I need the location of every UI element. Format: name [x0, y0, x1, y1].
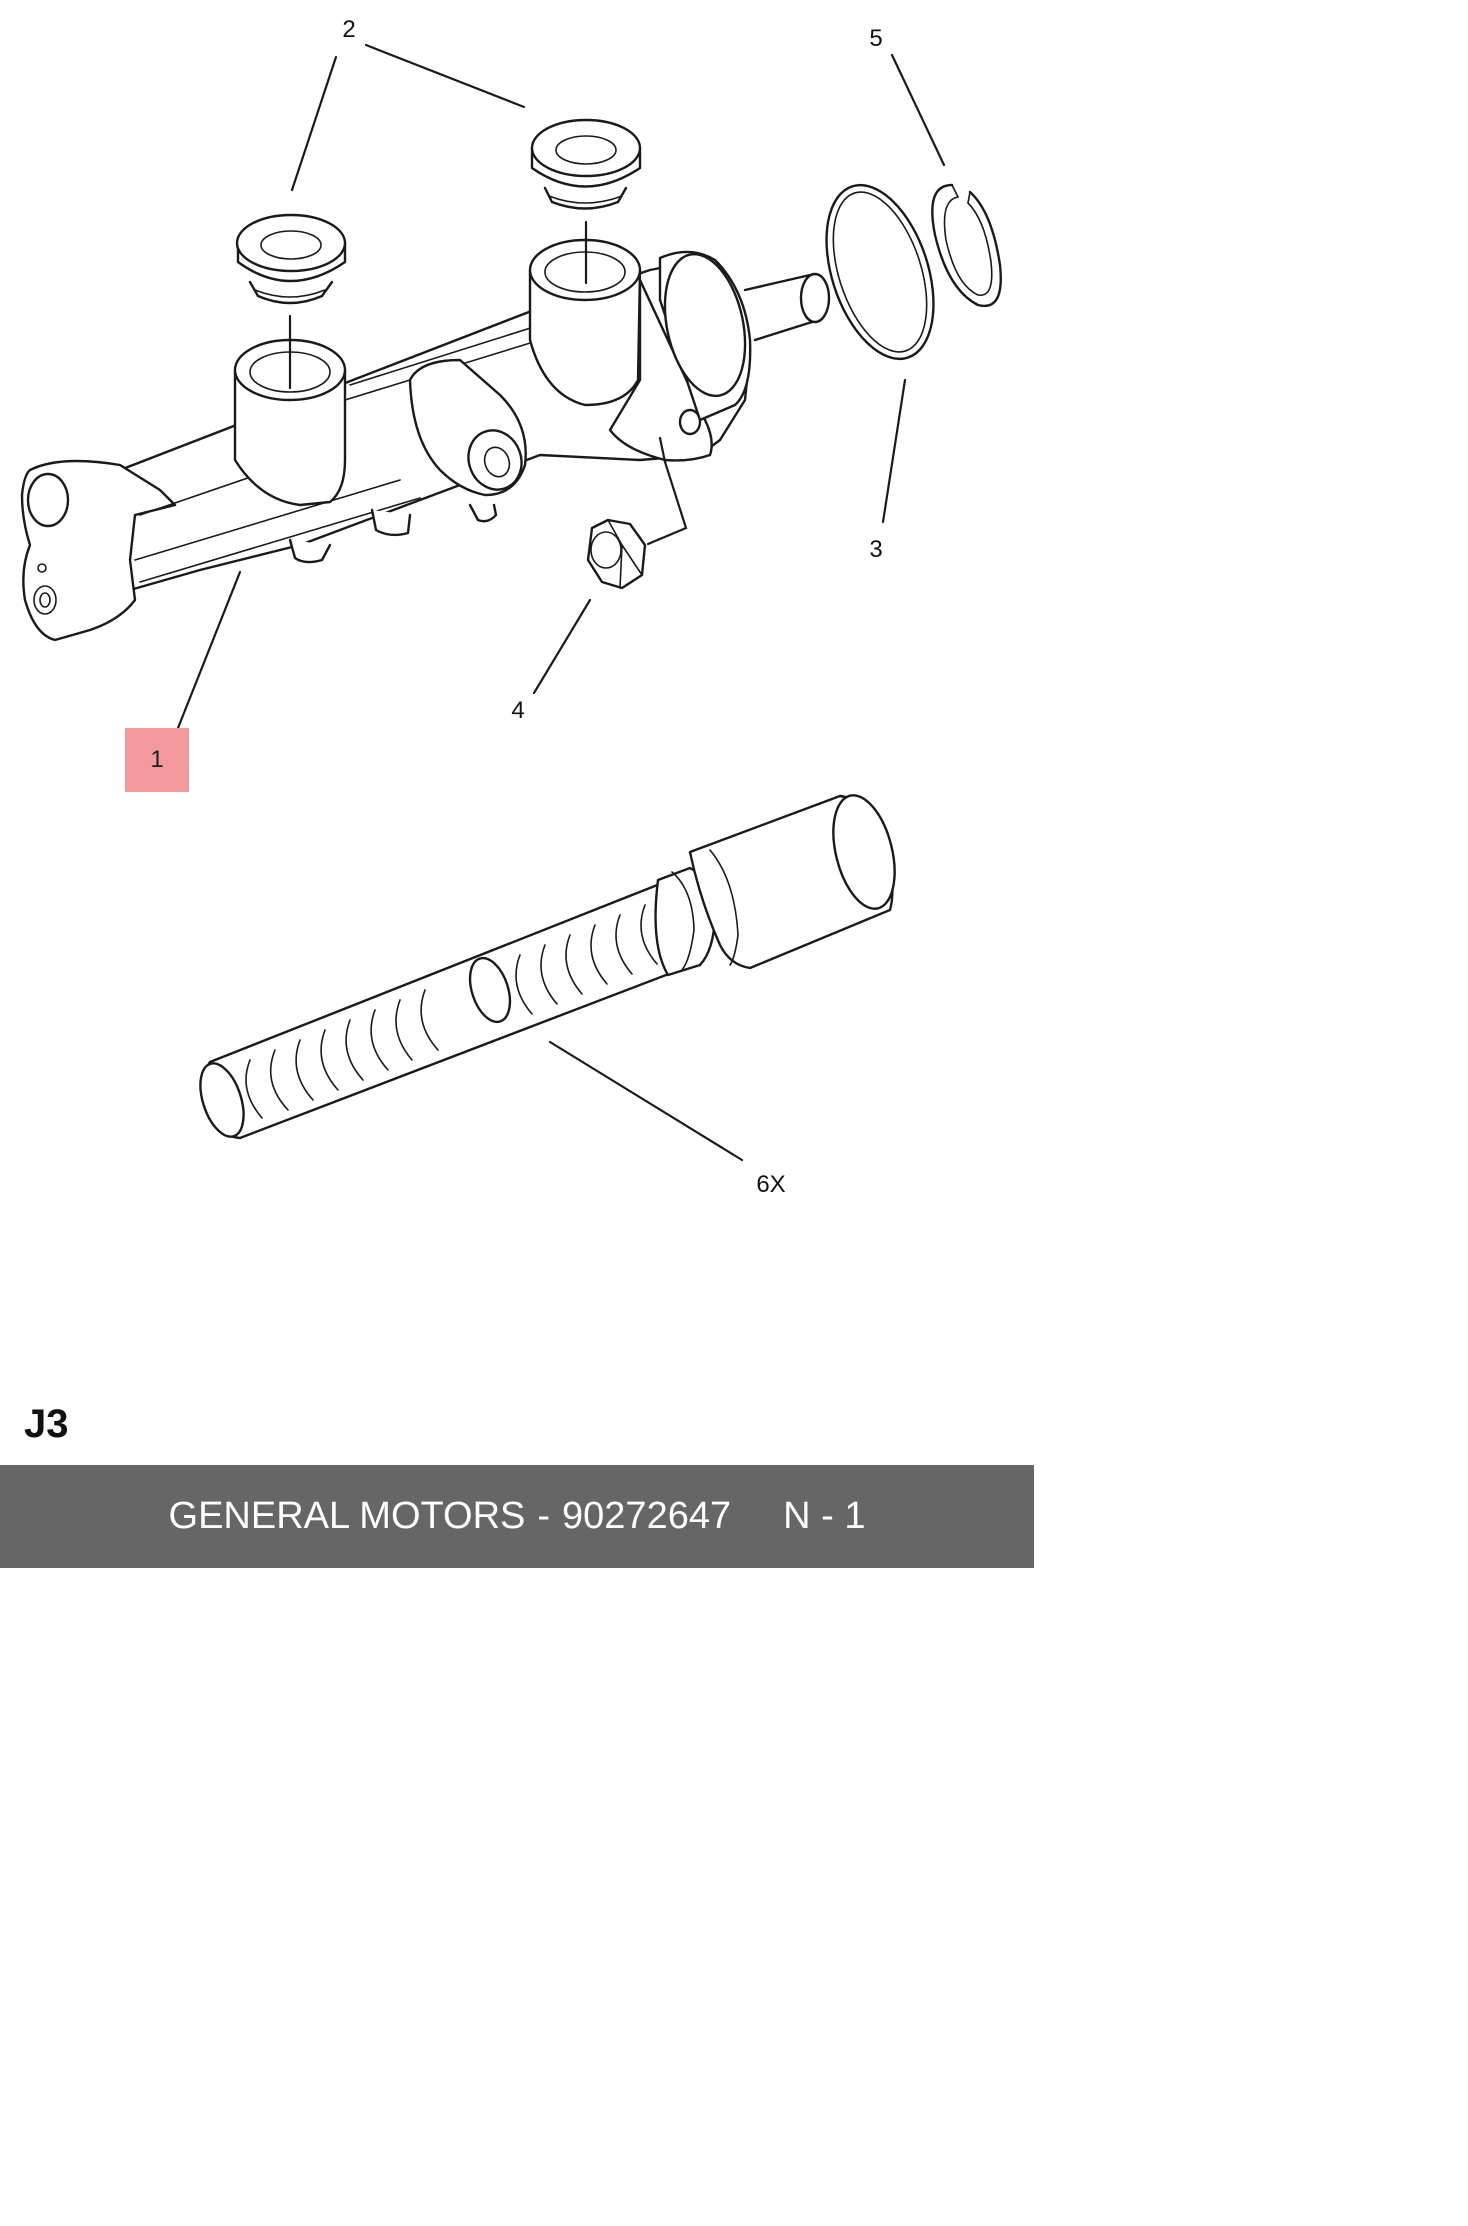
footer-position: N - 1 [783, 1495, 866, 1537]
leader-lines [176, 43, 946, 1162]
reservoir-seal-left [235, 213, 347, 305]
retaining-ring-drawing [931, 183, 1002, 308]
footer-brand: GENERAL MOTORS [168, 1495, 526, 1537]
callout-6x: 6X [756, 1171, 785, 1198]
reservoir-seal-right [530, 118, 642, 210]
footer-separator: - [537, 1495, 551, 1537]
parts-diagram: 2 5 3 4 6X [20, 16, 1002, 1198]
footer-part-number: 90272647 [562, 1495, 732, 1537]
master-cylinder-drawing [20, 238, 831, 642]
nut-drawing [586, 518, 647, 590]
section-code: J3 [24, 1402, 69, 1446]
footer-bar: GENERAL MOTORS - 90272647 N - 1 [0, 1465, 1034, 1568]
callout-1-highlighted[interactable]: 1 [125, 728, 189, 792]
callout-3: 3 [869, 536, 882, 563]
callout-4: 4 [511, 697, 524, 724]
callout-2: 2 [342, 16, 355, 43]
callout-5: 5 [869, 25, 882, 52]
o-ring-drawing [825, 183, 935, 361]
piston-kit-drawing [199, 794, 896, 1140]
callout-1: 1 [150, 746, 164, 773]
